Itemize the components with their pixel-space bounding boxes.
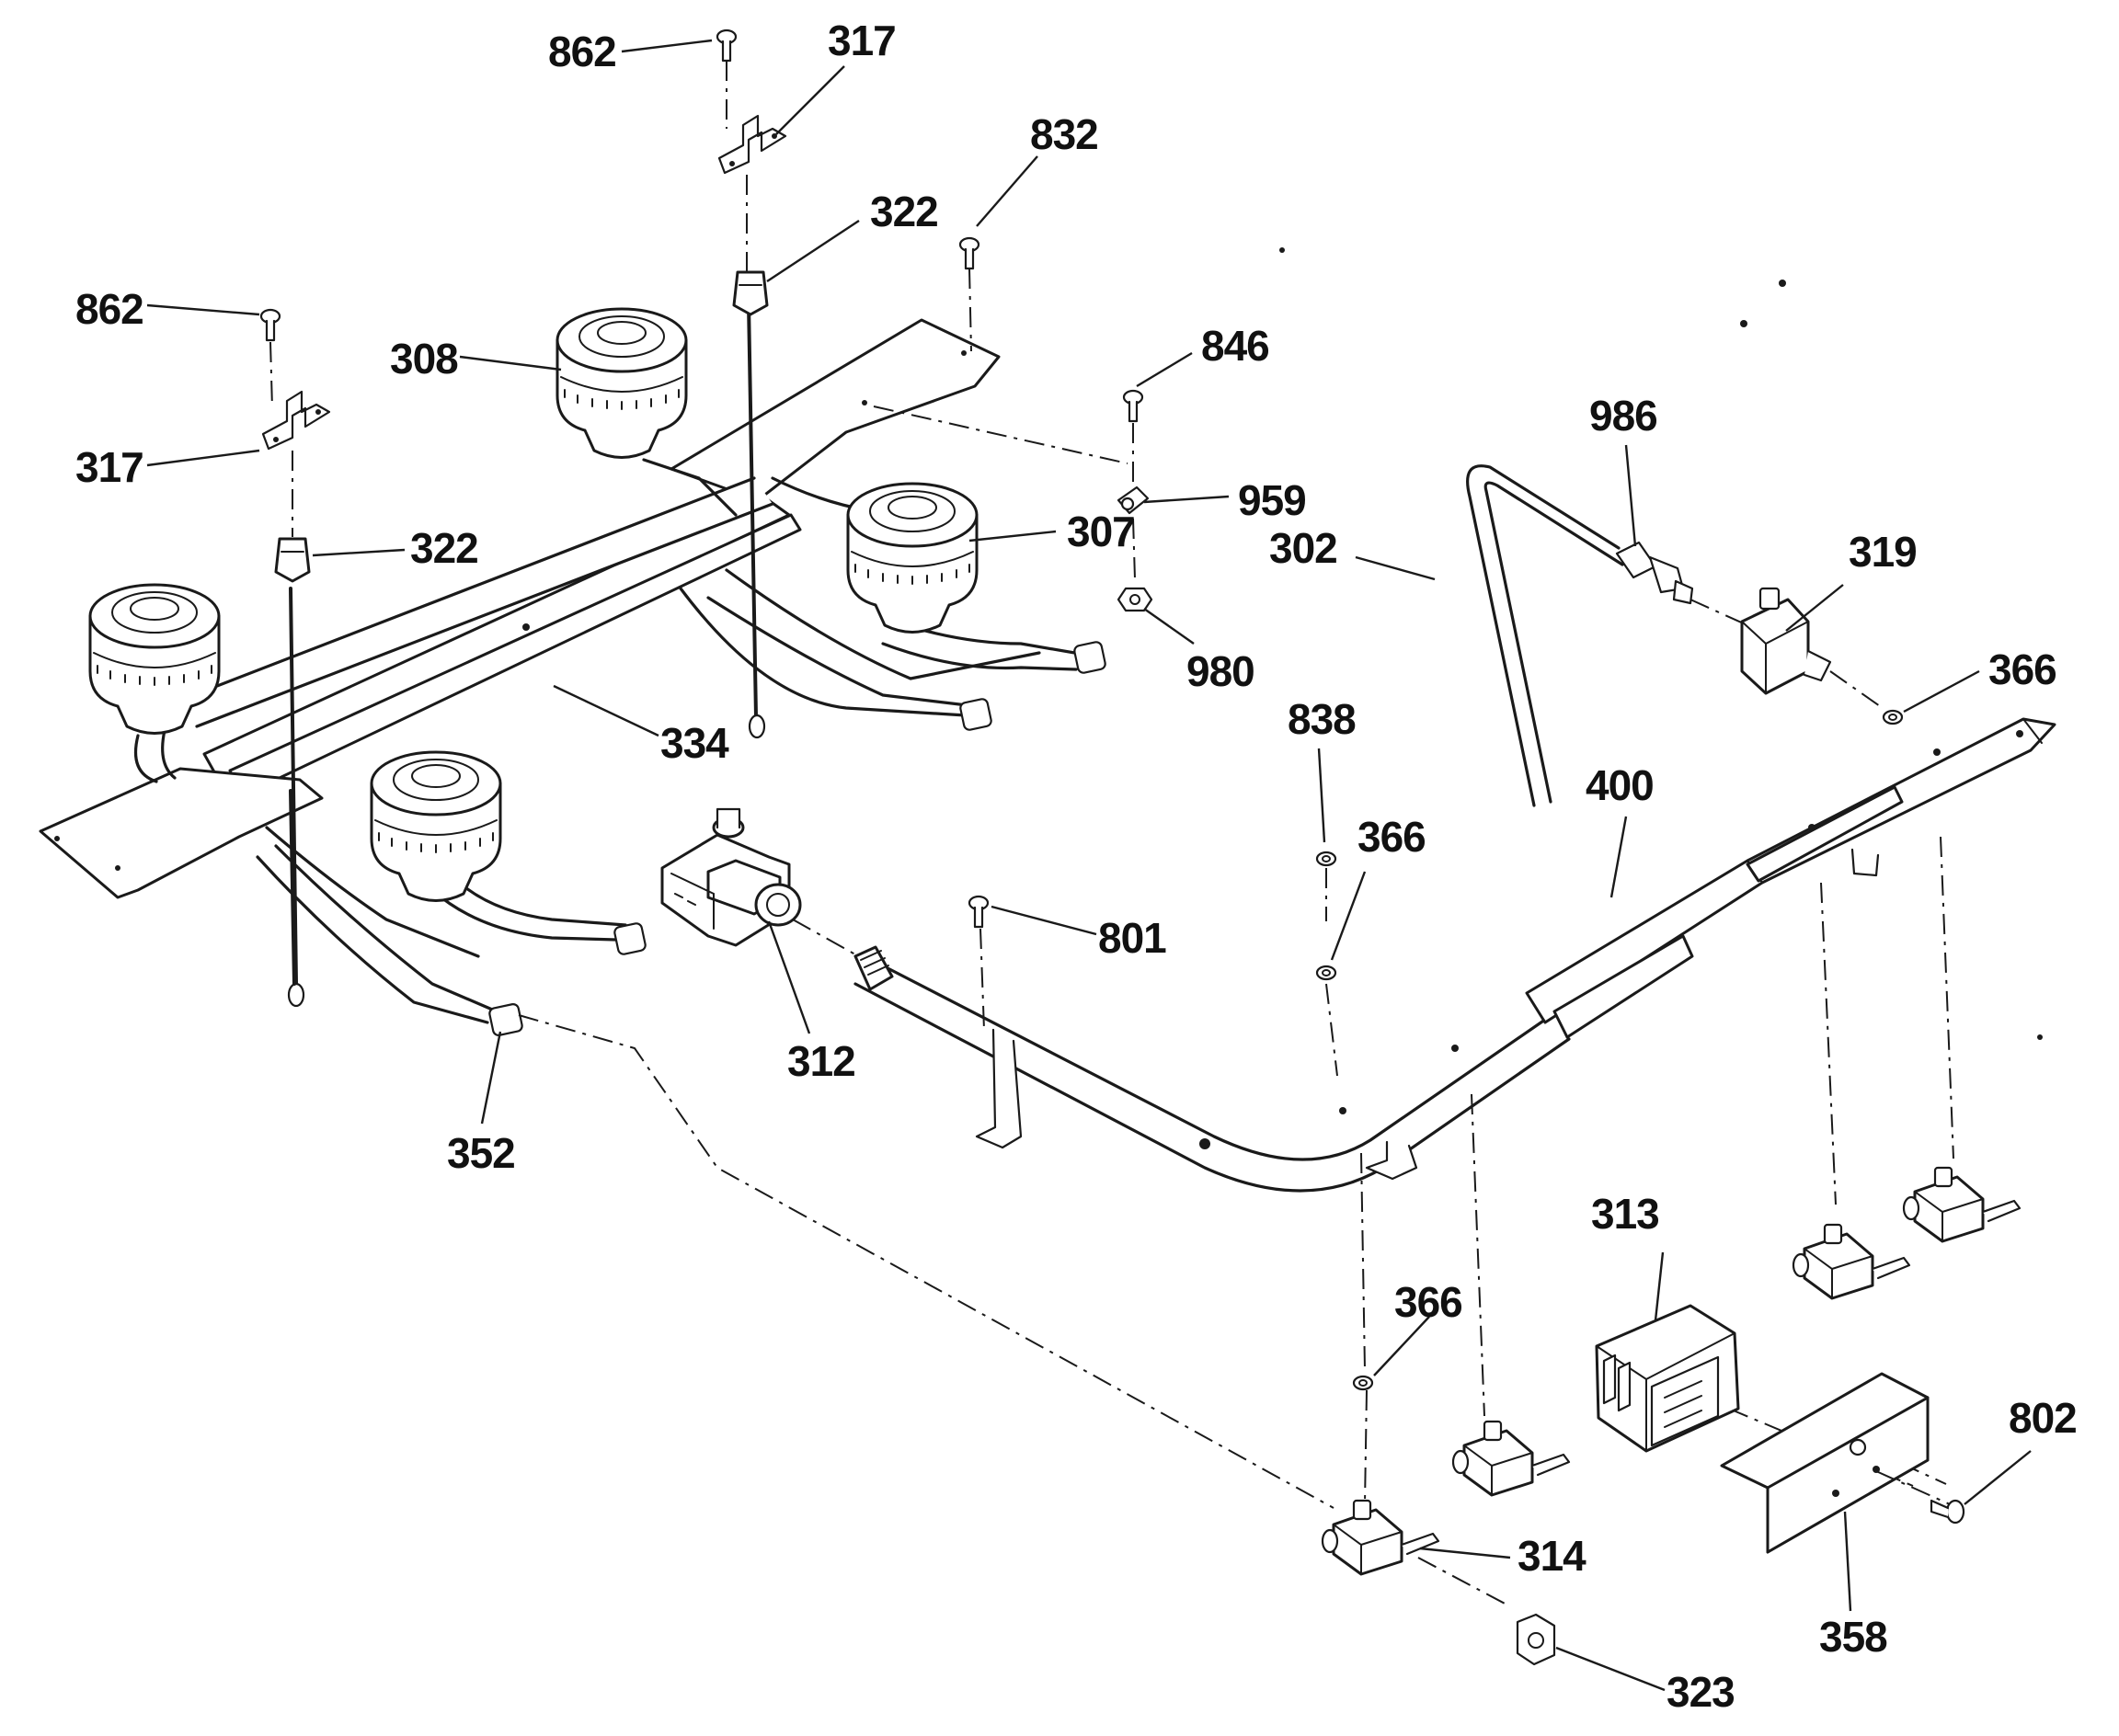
valve-314 [1321,1499,1440,1576]
screw-862-left [259,308,281,342]
label-801: 801 [1098,914,1166,962]
label-366-low: 366 [1394,1278,1462,1326]
label-366-mid: 366 [1357,813,1426,861]
label-307: 307 [1067,508,1135,555]
label-358: 358 [1819,1613,1887,1661]
regulator-312 [660,807,802,947]
washer-366-right [1882,709,1904,725]
clip-323 [1516,1613,1556,1666]
igniter-wire-rear [747,302,758,719]
label-846: 846 [1201,322,1269,370]
callout-labels: 862 317 832 322 862 308 846 317 959 986 … [75,17,2078,1716]
valve-rear-right [1902,1166,2022,1243]
manifold-400 [853,715,2056,1193]
valve-319 [1740,587,1832,695]
fitting-986 [1615,541,1694,605]
valve-center [1451,1420,1571,1497]
screw-838 [1315,851,1337,867]
tube-302 [1466,464,1621,807]
screw-802 [1930,1499,1965,1525]
label-312: 312 [787,1037,855,1085]
clip-322-left [274,537,311,583]
label-317-top: 317 [828,17,896,64]
label-862-top: 862 [548,28,616,75]
clip-959 [1117,485,1150,515]
bracket-358 [1720,1372,1930,1554]
label-986: 986 [1589,392,1657,440]
screw-801 [968,895,990,929]
screw-862-top [716,29,738,63]
valve-right [1792,1223,1911,1300]
label-832: 832 [1030,110,1098,158]
label-322-top: 322 [870,188,938,235]
burner-assembly [39,307,1106,1036]
label-400: 400 [1586,761,1654,809]
burner-307 [846,482,979,634]
screw-846 [1122,389,1144,423]
leader-lines [146,39,2032,1692]
nut-980 [1117,587,1153,612]
label-322-left: 322 [410,524,478,572]
label-323: 323 [1667,1668,1735,1716]
burner-308 [556,307,688,459]
orifice-fitting [488,641,1106,1036]
label-314: 314 [1518,1532,1586,1580]
label-980: 980 [1186,647,1254,695]
bracket-317-top [717,114,787,175]
screw-832 [958,236,980,270]
label-313: 313 [1591,1190,1659,1238]
bracket-317-left [261,390,331,451]
clip-322-top [732,270,769,316]
label-802: 802 [2009,1394,2077,1442]
label-959: 959 [1238,476,1306,524]
washer-366-mid [1315,965,1337,981]
burner-left-front [370,750,502,902]
label-317-left: 317 [75,443,143,491]
switch-313 [1595,1304,1740,1453]
label-334: 334 [660,719,729,767]
label-302: 302 [1269,524,1337,572]
label-838: 838 [1288,695,1356,743]
label-319: 319 [1849,528,1917,576]
igniter-wire-front [289,587,298,986]
label-862-left: 862 [75,285,143,333]
label-366-right: 366 [1988,645,2056,693]
support-plate-right [670,318,1001,502]
label-352: 352 [447,1129,515,1177]
label-308: 308 [390,335,458,383]
washer-366-low [1352,1375,1374,1391]
support-plate-left [39,767,324,899]
